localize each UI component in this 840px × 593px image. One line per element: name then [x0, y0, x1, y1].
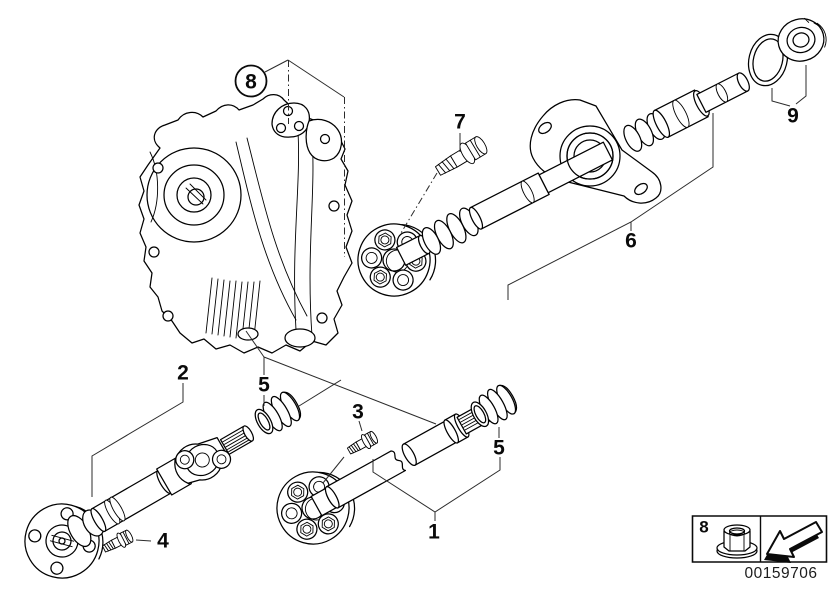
- adjoining-diagram-arrow-icon[interactable]: [764, 522, 822, 563]
- callout-3[interactable]: 3: [352, 401, 364, 424]
- center-bearing-ring: [567, 133, 613, 179]
- transfer-case-drawing: [139, 95, 352, 353]
- legend-ref-number: 8: [699, 518, 708, 537]
- callout-6[interactable]: 6: [625, 230, 637, 253]
- callout-7[interactable]: 7: [454, 111, 466, 134]
- callout-2[interactable]: 2: [177, 362, 189, 385]
- bolt-7-drawing: [431, 132, 492, 182]
- legend-box: 8: [693, 516, 827, 563]
- callout-8[interactable]: 8: [236, 66, 267, 97]
- callout-labels: 8 7 9 6 2 5 3 5 4 1: [157, 66, 799, 553]
- callout-8-label: 8: [245, 71, 257, 94]
- callout-4[interactable]: 4: [157, 530, 169, 553]
- callout-5b[interactable]: 5: [493, 437, 505, 460]
- flange-nut-icon: [717, 525, 757, 558]
- callout-1[interactable]: 1: [428, 521, 440, 544]
- driveshaft-section-1-drawing: [264, 380, 505, 557]
- callout-5a[interactable]: 5: [258, 374, 270, 397]
- document-number: 00159706: [745, 565, 818, 582]
- front-driveshaft-drawing: [11, 400, 269, 592]
- bolt-3-drawing: [344, 428, 381, 459]
- callout-9[interactable]: 9: [787, 105, 799, 128]
- leader-lines: [92, 60, 806, 541]
- output-seal-ring-drawing: [743, 30, 792, 90]
- bolt-4-drawing: [99, 527, 136, 557]
- rear-driveshaft-assembly-drawing: [346, 48, 764, 309]
- collar-nut-drawing: [773, 13, 830, 66]
